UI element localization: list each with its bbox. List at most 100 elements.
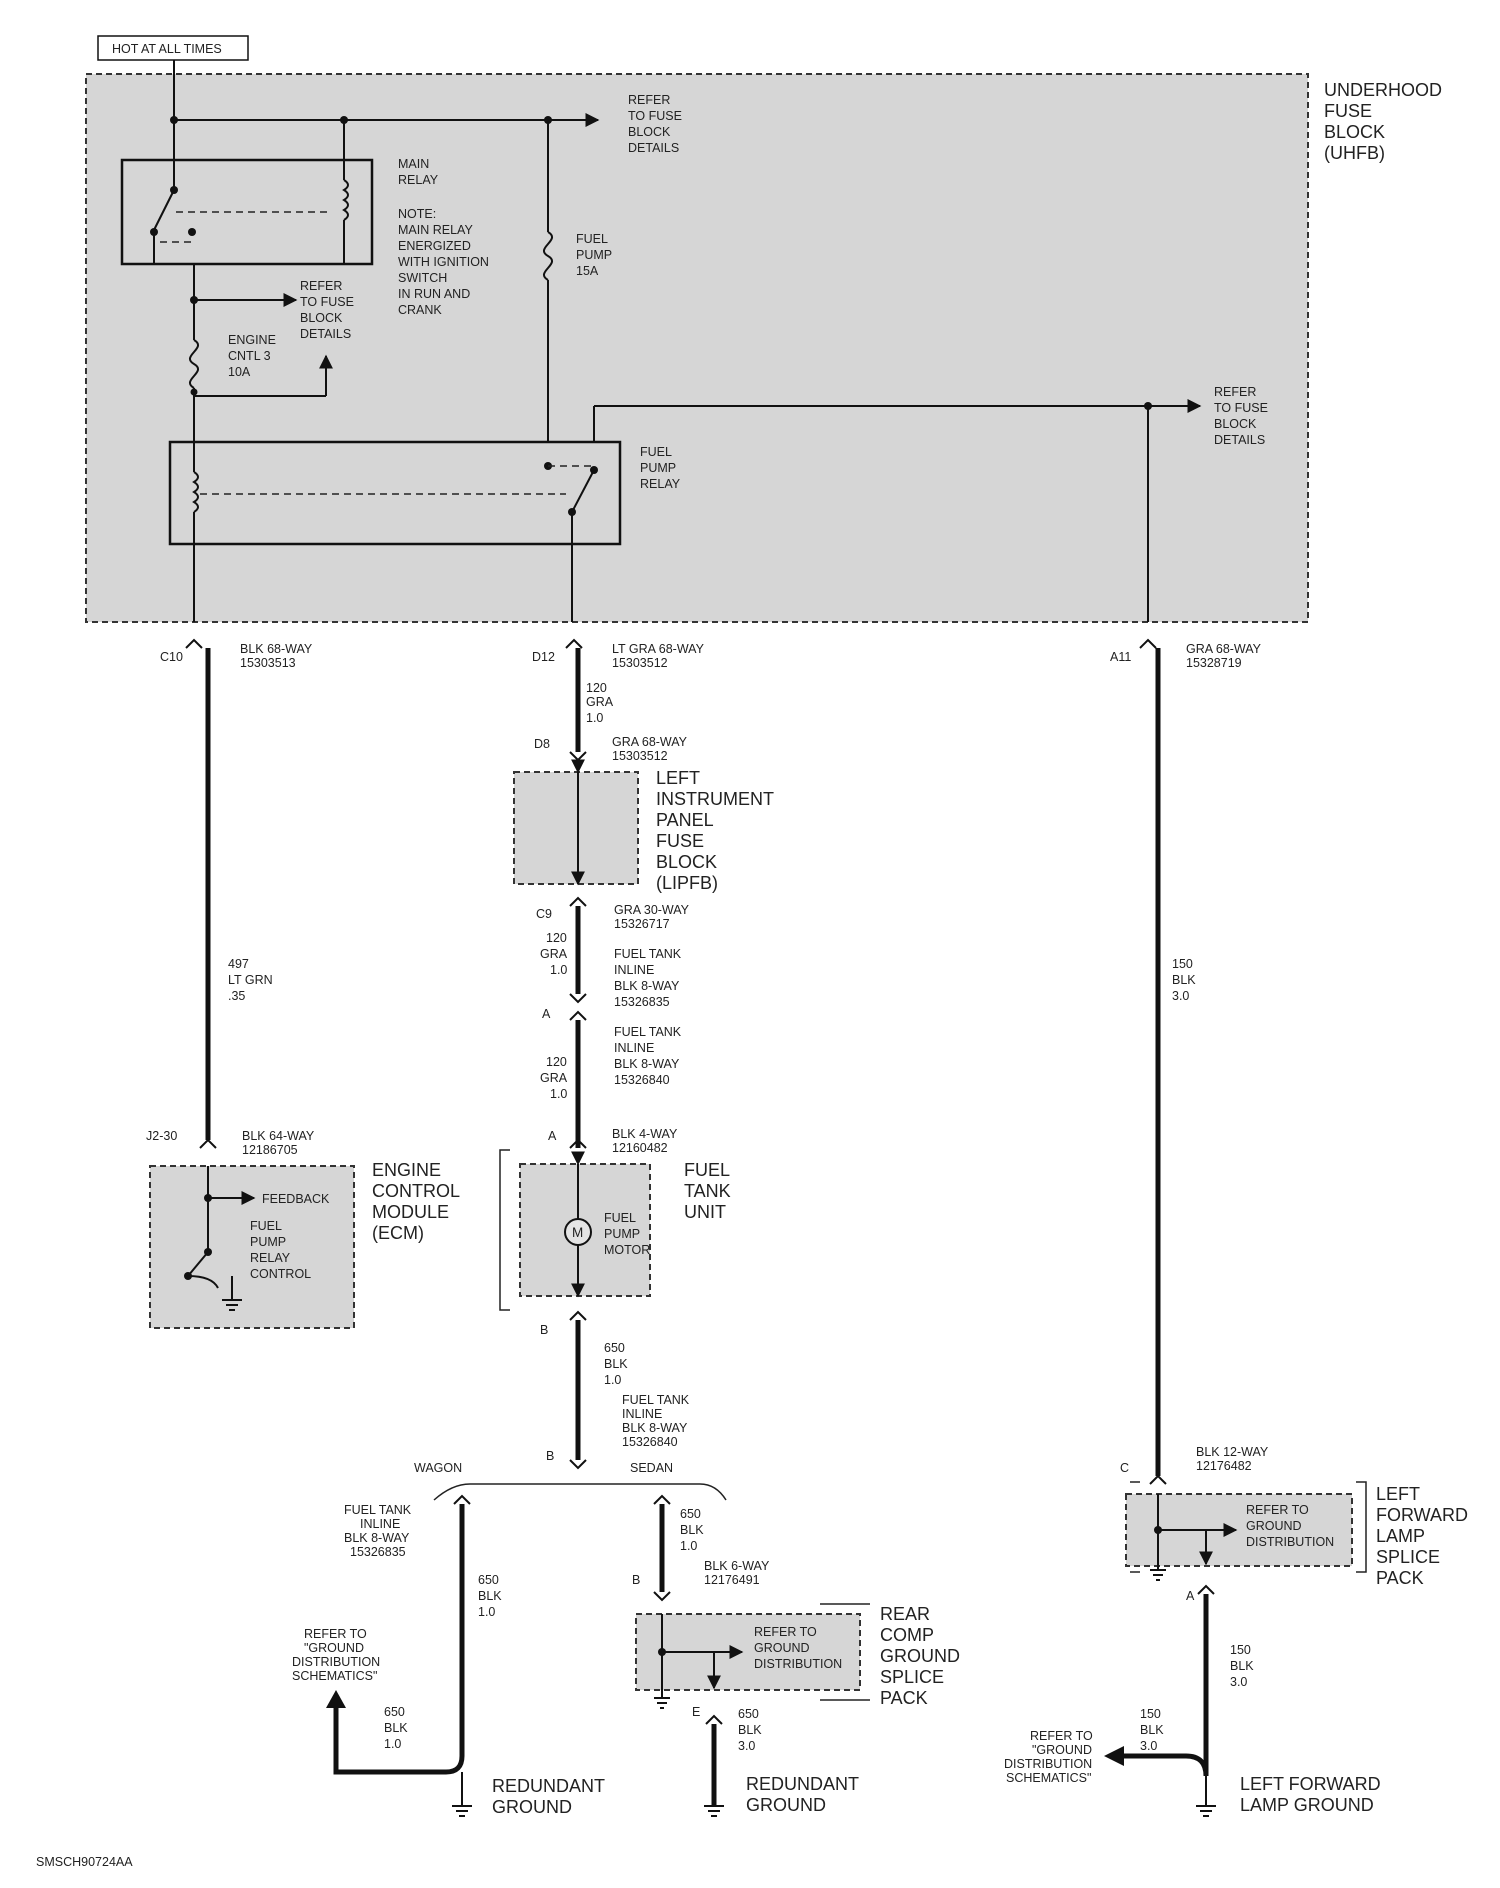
svg-text:GRA 30-WAY: GRA 30-WAY [614,903,690,917]
svg-text:PACK: PACK [880,1688,928,1708]
fuel-tank-b-connector [569,1310,587,1321]
lf-lamp-ground-label: LEFT FORWARD LAMP GROUND [1240,1774,1381,1815]
svg-text:120: 120 [586,681,607,695]
svg-text:BLK: BLK [384,1721,408,1735]
lf-splice-bracket [1130,1481,1367,1573]
d12-connector-desc: LT GRA 68-WAY 15303512 [612,642,705,670]
lf-refer-label: REFER TO "GROUND DISTRIBUTION SCHEMATICS… [1004,1729,1093,1785]
svg-text:PACK: PACK [1376,1568,1424,1588]
svg-text:(ECM): (ECM) [372,1223,424,1243]
svg-text:TANK: TANK [684,1181,731,1201]
svg-text:FUEL: FUEL [640,445,672,459]
svg-text:DISTRIBUTION: DISTRIBUTION [754,1657,842,1671]
d12-pin-label: D12 [532,650,555,664]
svg-text:120: 120 [546,931,567,945]
rear-splice-bracket [820,1603,870,1701]
hot-at-all-times-label: HOT AT ALL TIMES [112,42,222,56]
wagon-refer-label: REFER TO "GROUND DISTRIBUTION SCHEMATICS… [292,1627,380,1683]
svg-text:15326840: 15326840 [614,1073,670,1087]
c9-connector-desc: GRA 30-WAY 15326717 [614,903,690,931]
lf-splice-a-connector [1197,1584,1215,1595]
svg-text:3.0: 3.0 [738,1739,755,1753]
svg-text:GROUND: GROUND [754,1641,810,1655]
svg-text:INLINE: INLINE [614,1041,654,1055]
lf-refer-arrow [1104,1746,1124,1766]
svg-text:SWITCH: SWITCH [398,271,447,285]
refer-fuse-block-right: REFER TO FUSE BLOCK DETAILS [1214,385,1268,447]
rear-splice-pin-e: E [692,1705,700,1719]
svg-text:RELAY: RELAY [640,477,681,491]
rear-splice-connector [653,1591,671,1602]
refer-fuse-block-top: REFER TO FUSE BLOCK DETAILS [628,93,682,155]
fuel-tank-pin-b: B [540,1323,548,1337]
wire-650-d-label: 650 BLK 1.0 [384,1705,408,1751]
rear-splice-e-connector [705,1714,723,1725]
lf-splice-internal [1150,1494,1238,1581]
svg-text:MAIN RELAY: MAIN RELAY [398,223,473,237]
svg-text:GROUND: GROUND [492,1797,572,1817]
motor-m-label: M [572,1225,583,1240]
svg-text:3.0: 3.0 [1140,1739,1157,1753]
main-relay-note: NOTE: MAIN RELAY ENERGIZED WITH IGNITION… [398,207,489,317]
svg-text:DISTRIBUTION: DISTRIBUTION [1004,1757,1092,1771]
uhfb-label: UNDERHOOD FUSE BLOCK (UHFB) [1324,80,1442,163]
svg-text:GROUND: GROUND [880,1646,960,1666]
svg-text:BLK 64-WAY: BLK 64-WAY [242,1129,315,1143]
svg-text:15303512: 15303512 [612,749,668,763]
svg-text:10A: 10A [228,365,251,379]
svg-text:BLK: BLK [1230,1659,1254,1673]
svg-text:BLK 8-WAY: BLK 8-WAY [614,1057,680,1071]
fuel-pump-fuse-label: FUEL PUMP 15A [576,232,612,278]
svg-text:FUEL TANK: FUEL TANK [614,947,682,961]
svg-text:DETAILS: DETAILS [628,141,679,155]
svg-text:INLINE: INLINE [360,1517,400,1531]
wire-150-a-label: 150 BLK 3.0 [1172,957,1196,1003]
svg-text:BLK 6-WAY: BLK 6-WAY [704,1559,770,1573]
svg-text:15A: 15A [576,264,599,278]
svg-text:COMP: COMP [880,1625,934,1645]
svg-text:GRA: GRA [586,695,614,709]
wagon-label: WAGON [414,1461,462,1475]
wagon-ground-wire [333,1704,465,1775]
fuel-tank-pin-a: A [548,1129,557,1143]
svg-text:1.0: 1.0 [550,1087,567,1101]
svg-text:DISTRIBUTION: DISTRIBUTION [1246,1535,1334,1549]
svg-text:IN RUN AND: IN RUN AND [398,287,470,301]
svg-text:650: 650 [604,1341,625,1355]
ecm-label: ENGINE CONTROL MODULE (ECM) [372,1160,460,1243]
svg-text:MODULE: MODULE [372,1202,449,1222]
svg-text:"GROUND: "GROUND [304,1641,364,1655]
svg-text:REDUNDANT: REDUNDANT [492,1776,605,1796]
svg-text:REDUNDANT: REDUNDANT [746,1774,859,1794]
svg-text:WITH IGNITION: WITH IGNITION [398,255,489,269]
c10-connector-desc: BLK 68-WAY 15303513 [240,642,313,670]
svg-text:BLOCK: BLOCK [1324,122,1385,142]
svg-text:12176482: 12176482 [1196,1459,1252,1473]
svg-text:BLOCK: BLOCK [656,852,717,872]
wire-120-a-label: 120 GRA 1.0 [586,681,614,725]
d8-connector [569,751,587,762]
svg-text:BLOCK: BLOCK [300,311,343,325]
ecm-control-label: FUEL PUMP RELAY CONTROL [250,1219,311,1281]
svg-text:(LIPFB): (LIPFB) [656,873,718,893]
lf-splice-connector-desc: BLK 12-WAY 12176482 [1196,1445,1269,1473]
c10-connector [185,638,203,649]
svg-text:LT GRN: LT GRN [228,973,273,987]
svg-text:BLK 68-WAY: BLK 68-WAY [240,642,313,656]
svg-text:15303513: 15303513 [240,656,296,670]
engine-cntl-fuse [189,300,199,442]
svg-text:REAR: REAR [880,1604,930,1624]
main-relay-coil [342,160,349,264]
svg-text:PANEL: PANEL [656,810,714,830]
svg-text:15328719: 15328719 [1186,656,1242,670]
svg-text:650: 650 [680,1507,701,1521]
sedan-label: SEDAN [630,1461,673,1475]
option-split-bracket [433,1483,727,1501]
svg-text:15303512: 15303512 [612,656,668,670]
j2-30-pin-label: J2-30 [146,1129,177,1143]
svg-text:CNTL 3: CNTL 3 [228,349,271,363]
svg-text:SCHEMATICS": SCHEMATICS" [292,1669,377,1683]
svg-text:TO FUSE: TO FUSE [300,295,354,309]
svg-text:650: 650 [478,1573,499,1587]
main-relay-label: MAIN RELAY [398,157,439,187]
